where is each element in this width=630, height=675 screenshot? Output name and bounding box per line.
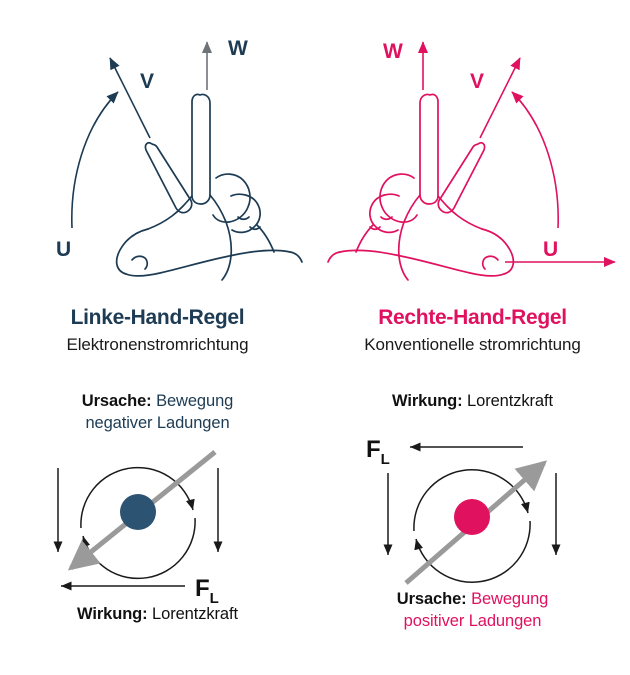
magnetic-field-loop (412, 469, 531, 583)
right-effect-key: Wirkung: (392, 392, 463, 410)
left-rule-heading-group: Linke-Hand-Regel Elektronenstromrichtung (0, 305, 315, 357)
right-cause-caption: Ursache: Bewegung positiver Ladungen (315, 588, 630, 632)
left-hand-illustration: W V U (0, 0, 315, 300)
right-rule-subtitle: Konventionelle stromrichtung (364, 335, 581, 354)
left-effect-caption: Wirkung: Lorentzkraft (0, 603, 315, 625)
right-hand-outline (327, 93, 515, 281)
left-cause-caption: Ursache: Bewegung negativer Ladungen (0, 390, 315, 434)
vector-arrow-u-curve (511, 91, 559, 229)
right-cause-value-line1: Bewegung (471, 590, 549, 608)
left-lorentz-diagram: FL (0, 440, 315, 615)
left-effect-key: Wirkung: (77, 605, 148, 623)
vector-label-w: W (383, 40, 403, 63)
vector-label-v: V (140, 70, 154, 93)
lorentz-force-subscript: L (380, 451, 389, 468)
right-lorentz-diagram: FL (315, 425, 630, 600)
lorentz-force-symbol: F (195, 575, 210, 602)
right-hand-rule-panel: W V U Rechte-Hand-Regel Konventionelle s… (315, 0, 630, 675)
negative-charge-particle (119, 494, 156, 530)
right-cause-key: Ursache: (396, 590, 467, 608)
vector-label-w: W (228, 37, 248, 60)
left-hand-outline (115, 93, 303, 281)
left-cause-key: Ursache: (81, 392, 152, 410)
lorentz-force-label: FL (366, 436, 390, 468)
lorentz-force-label: FL (195, 575, 219, 607)
left-cause-value-line1: Bewegung (156, 392, 234, 410)
right-effect-caption: Wirkung: Lorentzkraft (315, 390, 630, 412)
right-rule-heading-group: Rechte-Hand-Regel Konventionelle stromri… (315, 305, 630, 357)
right-hand-illustration: W V U (315, 0, 630, 300)
left-cause-value-line2: negativer Ladungen (85, 414, 230, 432)
right-cause-value-line2: positiver Ladungen (403, 612, 542, 630)
lorentz-force-symbol: F (366, 436, 381, 463)
vector-label-v: V (470, 70, 484, 93)
vector-label-u: U (56, 238, 71, 261)
vector-arrow-v (479, 57, 521, 139)
left-hand-rule-panel: W V U Linke-Hand-Regel Elektronenstromri… (0, 0, 315, 625)
left-rule-subtitle: Elektronenstromrichtung (66, 335, 249, 354)
lorentz-force-subscript: L (209, 590, 218, 607)
left-effect-value: Lorentzkraft (152, 605, 238, 623)
vector-arrow-u (71, 91, 119, 229)
vector-arrow-v (109, 57, 151, 139)
left-rule-title: Linke-Hand-Regel (70, 306, 245, 329)
positive-charge-particle (453, 499, 490, 535)
right-rule-title: Rechte-Hand-Regel (378, 306, 567, 329)
right-effect-value: Lorentzkraft (467, 392, 553, 410)
vector-label-u: U (543, 238, 558, 261)
